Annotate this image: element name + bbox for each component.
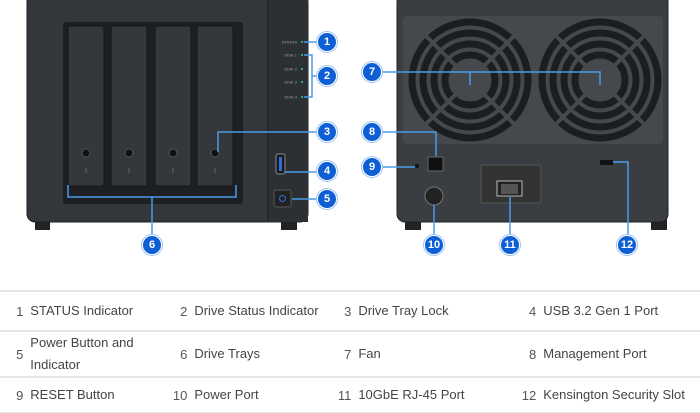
legend-number: 6 [164,330,195,377]
callout-9: 9 [362,157,382,177]
led-label: DISK 4 [284,95,297,100]
callout-7: 7 [362,62,382,82]
led-label: DISK 1 [284,53,297,58]
legend-label: 10GbE RJ-45 Port [358,376,513,413]
tray-lock-icon[interactable] [124,148,134,158]
front-panel: STATUS DISK 1 DISK 2 DISK 3 DISK 4 [26,0,309,230]
led-indicator [301,96,303,98]
device-illustration: STATUS DISK 1 DISK 2 DISK 3 DISK 4 [26,0,669,238]
callout-8: 8 [362,122,382,142]
led-indicator [301,81,303,83]
legend-label: Drive Trays [194,330,329,377]
legend-number: 4 [512,290,544,331]
legend-number: 10 [164,376,195,413]
legend-label: Power Button and Indicator [30,330,165,377]
legend-label: Drive Status Indicator [194,290,329,331]
legend-label: USB 3.2 Gen 1 Port [543,290,700,331]
drive-tray[interactable] [196,25,234,187]
legend-number: 3 [328,290,359,331]
tray-lock-icon[interactable] [81,148,91,158]
callout-4: 4 [317,161,337,181]
callout-6: 6 [142,235,162,255]
callout-1: 1 [317,32,337,52]
led-indicator [301,68,303,70]
legend-label: Drive Tray Lock [358,290,513,331]
legend-label: RESET Button [30,376,165,413]
legend-number: 11 [328,376,359,413]
legend-label: Power Port [194,376,329,413]
led-label: STATUS [282,40,298,45]
legend-number: 2 [164,290,195,331]
legend-number: 5 [0,330,31,377]
drive-tray[interactable] [67,25,105,187]
callout-3: 3 [317,122,337,142]
legend-number: 1 [0,290,31,331]
back-panel [396,0,669,230]
led-indicator [301,41,303,43]
callout-2: 2 [317,66,337,86]
legend-label: Kensington Security Slot [543,376,700,413]
drive-tray[interactable] [154,25,192,187]
callout-12: 12 [617,235,637,255]
callout-11: 11 [500,235,520,255]
led-indicator [301,54,303,56]
leader-lines [67,41,629,238]
drive-tray[interactable] [110,25,148,187]
tray-lock-icon[interactable] [210,148,220,158]
legend-label: Management Port [543,330,700,377]
legend-number: 12 [512,376,544,413]
legend-number: 9 [0,376,31,413]
legend-number: 8 [512,330,544,377]
callout-10: 10 [424,235,444,255]
legend-number: 7 [328,330,359,377]
led-label: DISK 3 [284,80,297,85]
legend-label: Fan [358,330,513,377]
led-label: DISK 2 [284,67,297,72]
callout-5: 5 [317,189,337,209]
legend-label: STATUS Indicator [30,290,165,331]
fan-grill [408,18,532,142]
tray-lock-icon[interactable] [168,148,178,158]
